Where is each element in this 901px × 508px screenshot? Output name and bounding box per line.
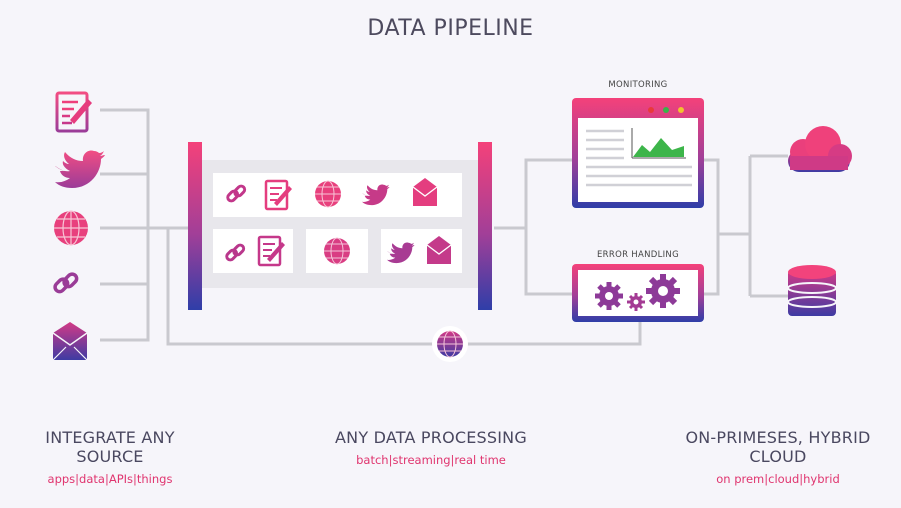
error-handling-window: [572, 264, 704, 322]
processing-block: [188, 142, 492, 310]
globe-icon: [324, 237, 350, 265]
twitter-bird-icon: [362, 184, 390, 206]
caption-deploy: ON-PRIMESES, HYBRID CLOUD on prem|cloud|…: [656, 428, 900, 486]
envelope-icon: [52, 322, 88, 361]
globe-icon: [315, 180, 341, 208]
caption-subtext: on prem|cloud|hybrid: [716, 472, 840, 486]
loop-globe-node: [432, 326, 468, 362]
connector-lines: [100, 108, 788, 346]
page-title: DATA PIPELINE: [367, 16, 534, 41]
link-icon: [226, 184, 247, 203]
gear-icon: [627, 293, 645, 311]
document-edit-icon: [264, 179, 292, 211]
caption-heading: ON-PRIMESES, HYBRID CLOUD: [685, 428, 871, 466]
database-icon: [787, 265, 837, 316]
caption-processing: ANY DATA PROCESSING batch|streaming|real…: [331, 428, 531, 467]
caption-integrate: INTEGRATE ANY SOURCE apps|data|APIs|thin…: [10, 428, 210, 486]
caption-subtext: batch|streaming|real time: [356, 453, 506, 467]
globe-icon: [54, 210, 88, 246]
document-edit-icon: [257, 235, 285, 267]
envelope-icon: [412, 178, 438, 206]
link-icon: [53, 272, 79, 294]
caption-heading: INTEGRATE ANY SOURCE: [45, 428, 175, 466]
monitoring-window: [572, 98, 704, 208]
gear-icon: [646, 274, 680, 308]
caption-heading: ANY DATA PROCESSING: [335, 428, 527, 447]
cloud-icon: [788, 126, 852, 172]
envelope-icon: [426, 236, 452, 264]
caption-subtext: apps|data|APIs|things: [47, 472, 173, 486]
monitoring-label: MONITORING: [608, 80, 668, 90]
twitter-bird-icon: [387, 242, 415, 264]
link-icon: [225, 243, 246, 262]
document-edit-icon: [55, 91, 92, 133]
twitter-bird-icon: [55, 150, 105, 188]
error-handling-label: ERROR HANDLING: [597, 250, 679, 260]
gear-icon: [595, 282, 623, 310]
